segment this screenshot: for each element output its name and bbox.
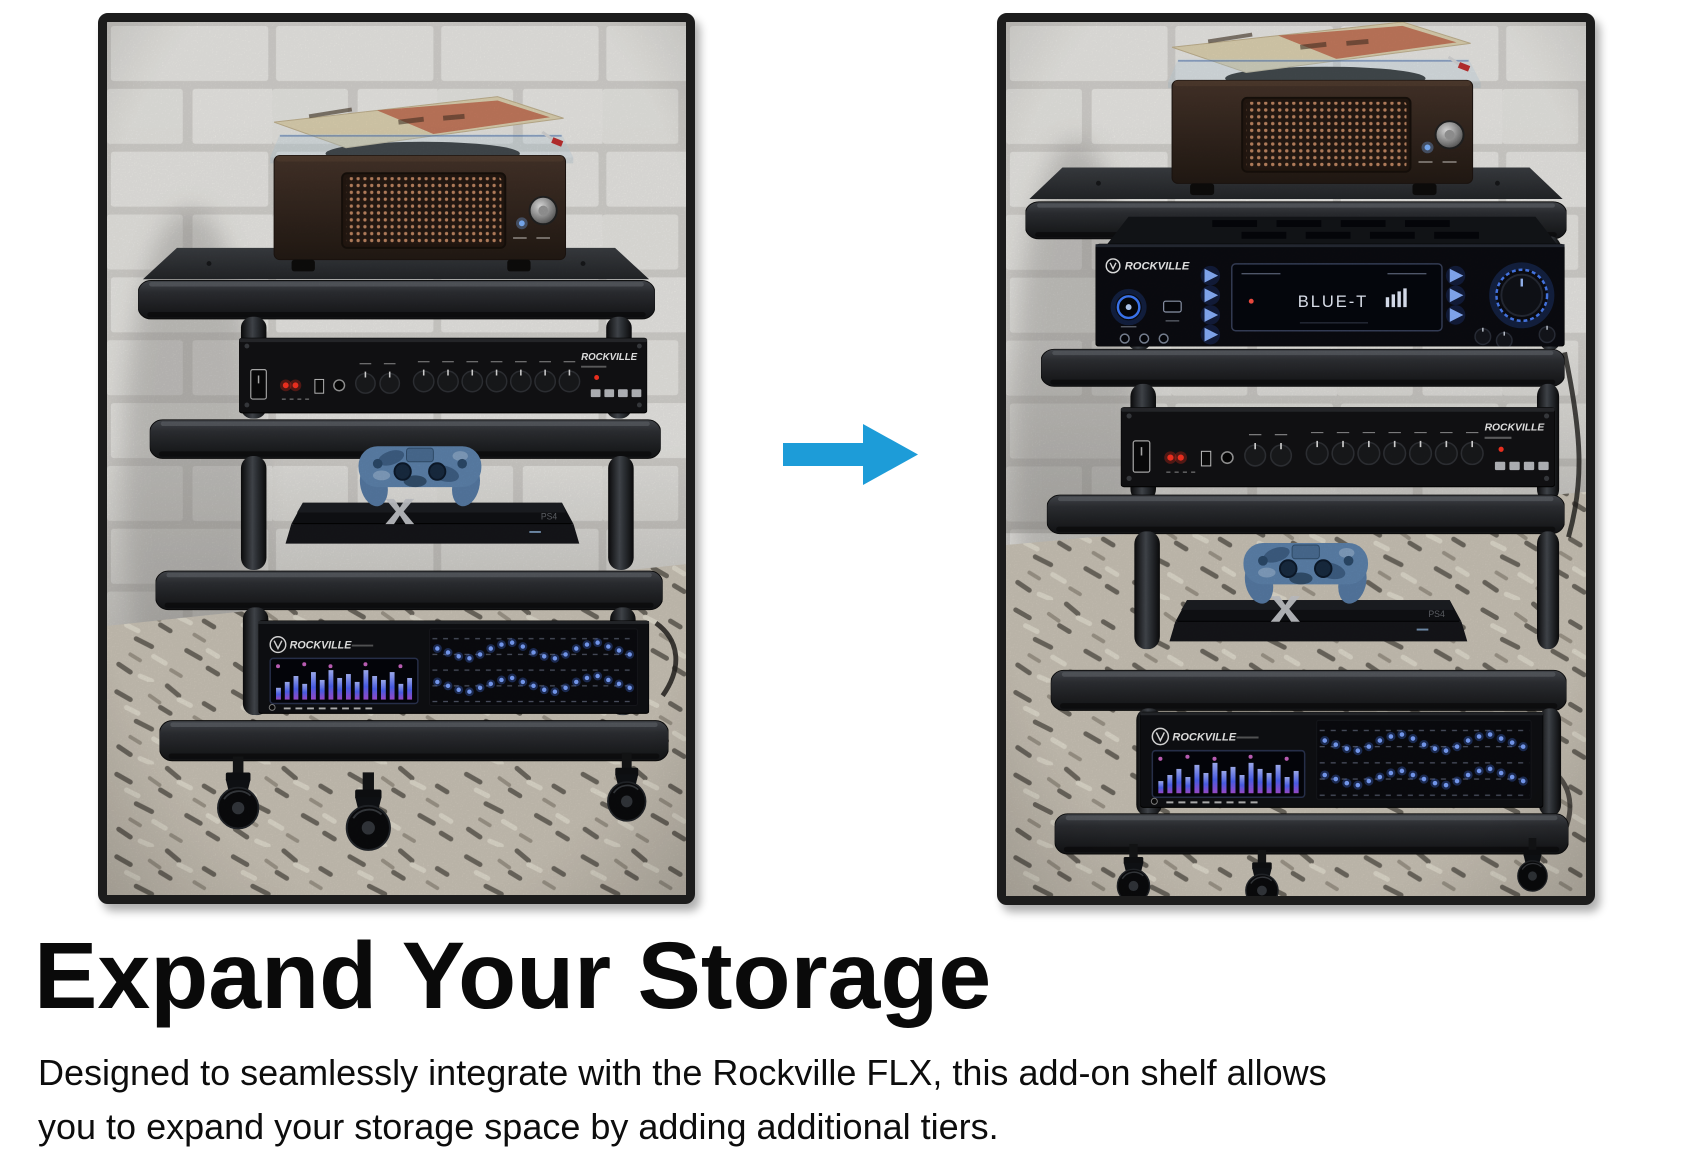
description: Designed to seamlessly integrate with th…	[38, 1046, 1327, 1154]
headline: Expand Your Storage	[34, 923, 992, 1029]
transformation-arrow-icon	[783, 424, 918, 485]
after-scene	[1006, 22, 1586, 896]
photo-before	[98, 13, 695, 904]
description-line-1: Designed to seamlessly integrate with th…	[38, 1052, 1327, 1093]
photo-after	[997, 13, 1595, 905]
description-line-2: you to expand your storage space by addi…	[38, 1106, 999, 1147]
before-scene	[107, 22, 686, 895]
